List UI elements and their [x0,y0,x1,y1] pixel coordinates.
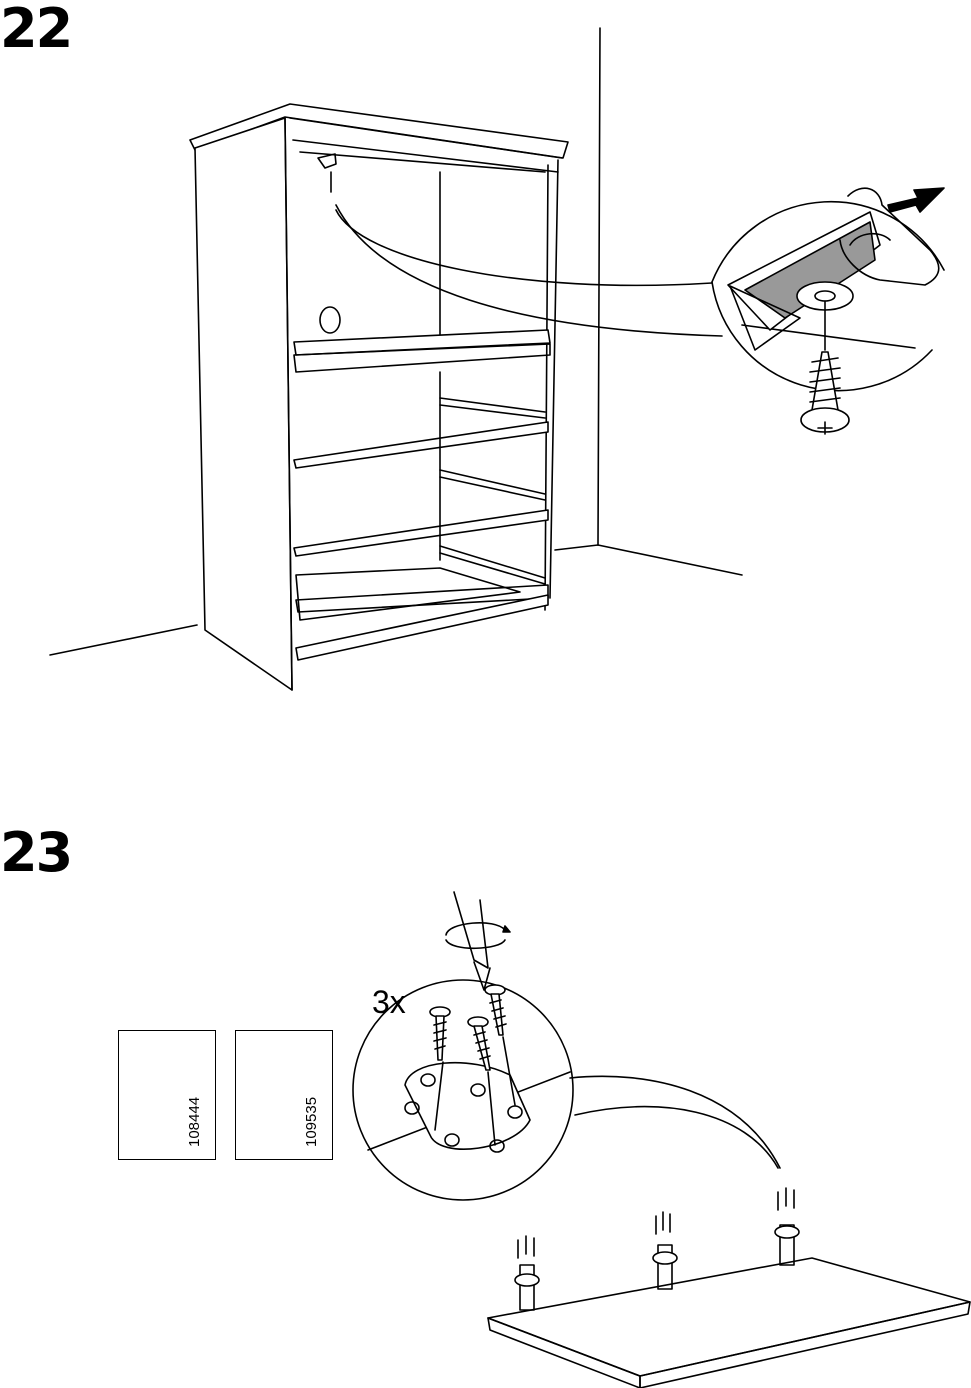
part-box-wrong: 109535 [235,1030,333,1160]
part-code-correct: 108444 [186,1097,203,1147]
detail-magnifier-22 [712,188,944,434]
drawer-panel-with-legs [488,1188,970,1388]
part-box-correct: 108444 [118,1030,216,1160]
part-code-wrong: 109535 [303,1097,320,1147]
zoom-arc [336,205,722,336]
screwdriver [446,892,510,990]
quantity-label: 3x [372,984,406,1021]
zoom-arc-23 [570,1076,780,1168]
chest-of-drawers [190,104,568,690]
